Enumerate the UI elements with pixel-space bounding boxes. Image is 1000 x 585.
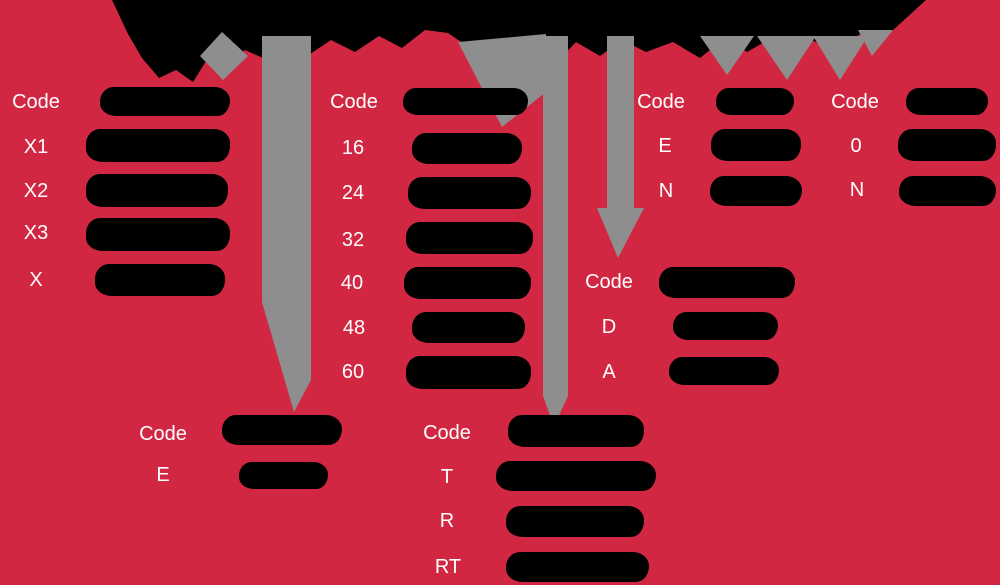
redacted-label: 24 in/16 out <box>404 267 531 299</box>
redacted-header-label: PLC type <box>100 87 230 116</box>
code-value: 32 <box>341 229 365 251</box>
redacted-label: Export <box>239 462 328 489</box>
code-header: Code <box>12 91 60 113</box>
code-value: X1 <box>23 136 49 158</box>
redacted-label: Hybrid output <box>506 552 649 582</box>
code-header: Code <box>139 423 187 445</box>
code-value: 24 <box>341 182 365 204</box>
redacted-label: Economic type <box>86 129 230 162</box>
redacted-label: 28 in/20 out <box>412 312 525 343</box>
code-value: A <box>602 361 616 383</box>
code-value: N <box>658 180 674 202</box>
connector-bar-trade-type <box>262 36 311 412</box>
code-value: 60 <box>341 361 365 383</box>
arrow-down-icon <box>757 36 816 80</box>
redacted-header-label: Power supply <box>659 267 795 298</box>
code-value: 0 <box>850 135 862 157</box>
redacted-label: Relay output <box>506 506 644 537</box>
redacted-header-label: I/O number <box>403 88 528 115</box>
redacted-label: 36 in/24 out <box>406 356 531 389</box>
redacted-label: Host type <box>711 129 801 161</box>
connector-bar-power-supply <box>597 36 644 258</box>
redacted-header-label: Mode <box>716 88 794 115</box>
redacted-label: Enhanced type <box>86 218 230 251</box>
redacted-header-label: Trade Type <box>222 415 342 445</box>
code-value: 16 <box>341 137 365 159</box>
code-value: R <box>439 510 455 532</box>
redacted-header-label: Output type <box>508 415 644 447</box>
redacted-label: 8 in/8 out <box>412 133 522 164</box>
code-value: D <box>601 316 617 338</box>
code-value: RT <box>434 556 462 578</box>
code-value: X <box>29 269 43 291</box>
redacted-label: Transistor output <box>496 461 656 491</box>
redacted-label: 18 in/14 out <box>406 222 533 254</box>
redacted-label: 14 in/10 out <box>408 177 531 209</box>
code-header: Code <box>585 271 633 293</box>
code-value: T <box>440 466 454 488</box>
code-header: Code <box>831 91 879 113</box>
arrow-down-icon <box>858 30 893 56</box>
code-header: Code <box>423 422 471 444</box>
code-header: Code <box>637 91 685 113</box>
redacted-label: AC220V <box>669 357 779 385</box>
redacted-label: DC24V <box>673 312 778 340</box>
arrow-down-icon <box>700 36 754 75</box>
redacted-label: Other type <box>95 264 225 296</box>
code-value: E <box>156 464 170 486</box>
code-value: 48 <box>342 317 366 339</box>
code-value: E <box>658 135 672 157</box>
code-value: X3 <box>23 222 49 244</box>
code-value: X2 <box>23 180 49 202</box>
redacted-header-label: Mode <box>906 88 988 115</box>
redacted-label: Bus type <box>899 176 996 206</box>
code-value: 40 <box>340 272 364 294</box>
redacted-label: Bus type <box>710 176 802 206</box>
connector-bar-output-type <box>543 36 568 426</box>
arrow-down-icon <box>200 32 248 80</box>
code-header: Code <box>330 91 378 113</box>
arrow-down-icon <box>813 36 868 80</box>
code-value: N <box>849 179 865 201</box>
redacted-label: Standard type <box>86 174 228 207</box>
redacted-label: Reserve <box>898 129 996 161</box>
